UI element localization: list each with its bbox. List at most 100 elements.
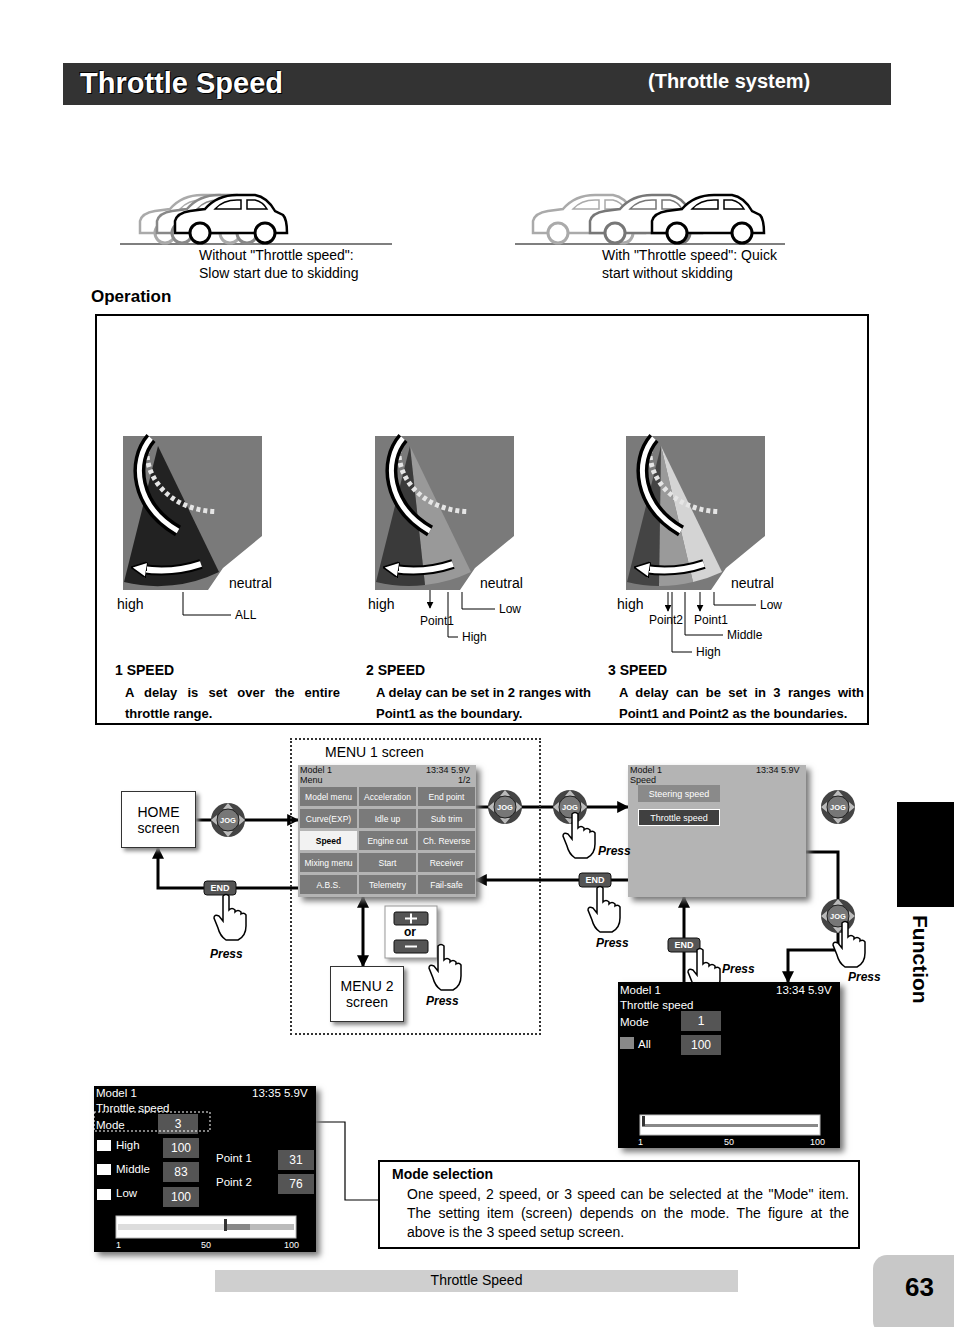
node-text: 1 bbox=[116, 1240, 121, 1250]
node-text: Throttle speed bbox=[650, 813, 708, 823]
node-text: 83 bbox=[174, 1165, 187, 1179]
node-text: Model 1 bbox=[620, 984, 661, 996]
flow-arrow bbox=[362, 897, 365, 966]
menu-button: Mixing menu bbox=[300, 853, 357, 872]
node-text: Model 1 bbox=[300, 765, 332, 775]
node-text: Receiver bbox=[430, 858, 464, 868]
home-screen-box: HOME screen bbox=[121, 791, 196, 848]
menu-button: Throttle speed bbox=[638, 809, 720, 826]
label: neutral bbox=[229, 575, 272, 591]
node-text: 1 bbox=[638, 1137, 643, 1147]
menu-button: End point bbox=[418, 787, 475, 806]
trigger-illustration bbox=[375, 430, 514, 590]
menu-button: Telemetry bbox=[359, 875, 416, 894]
node-text: 76 bbox=[289, 1177, 302, 1191]
menu-button: Acceleration bbox=[359, 787, 416, 806]
label: Press bbox=[598, 844, 631, 858]
node-text: 100 bbox=[810, 1137, 825, 1147]
lcd-screen: Model 113:34 5.9VMenu1/2Model menuAccele… bbox=[298, 765, 476, 897]
lcd-screen: Model 113:34 5.9VThrottle speedModeAll15… bbox=[618, 982, 840, 1148]
node-text: A delay can be set in 3 ranges with Poin… bbox=[619, 682, 864, 724]
label: JOG bbox=[830, 803, 846, 812]
node-text: Point 2 bbox=[216, 1176, 252, 1188]
node-text: 100 bbox=[171, 1141, 191, 1155]
node-text: 100 bbox=[171, 1190, 191, 1204]
label: Point2 bbox=[649, 613, 683, 627]
menu-button: Idle up bbox=[359, 809, 416, 828]
label: With "Throttle speed": Quick start witho… bbox=[602, 246, 792, 282]
trigger-illustration bbox=[626, 430, 765, 590]
value-box: 3 bbox=[158, 1114, 198, 1134]
label: Press bbox=[596, 936, 629, 950]
node-text: Speed bbox=[316, 836, 342, 846]
label: Point1 bbox=[420, 614, 454, 628]
value-box: 83 bbox=[163, 1162, 199, 1182]
menu-button: Fail-safe bbox=[418, 875, 475, 894]
value-box: 31 bbox=[278, 1150, 314, 1170]
label: JOG bbox=[497, 803, 513, 812]
node-text: 1 SPEED bbox=[115, 662, 174, 678]
value-box: 100 bbox=[681, 1035, 721, 1055]
label: high bbox=[368, 596, 394, 612]
label: ALL bbox=[235, 608, 256, 622]
node-text: 1 bbox=[698, 1014, 705, 1028]
label: JOG bbox=[562, 803, 578, 812]
label: Low bbox=[760, 598, 782, 612]
value-box: 100 bbox=[163, 1138, 199, 1158]
car-illustration bbox=[120, 195, 785, 244]
label: or bbox=[404, 925, 416, 939]
menu-button: Steering speed bbox=[638, 785, 720, 802]
node-text: Steering speed bbox=[649, 789, 710, 799]
node-text: 100 bbox=[284, 1240, 299, 1250]
label: Throttle Speed bbox=[215, 1272, 738, 1288]
node-text: One speed, 2 speed, or 3 speed can be se… bbox=[407, 1185, 849, 1242]
node-text: 13:34 5.9V bbox=[426, 765, 470, 775]
node-text: 50 bbox=[724, 1137, 734, 1147]
label: (Throttle system) bbox=[648, 70, 810, 93]
label: High bbox=[696, 645, 721, 659]
menu-button: Sub trim bbox=[418, 809, 475, 828]
label: high bbox=[117, 596, 143, 612]
label: Point1 bbox=[694, 613, 728, 627]
node-text: Middle bbox=[116, 1163, 150, 1175]
node-text: MENU 2 screen bbox=[333, 978, 401, 1010]
node-text: All bbox=[638, 1038, 651, 1050]
label: Press bbox=[722, 962, 755, 976]
node-text: Speed bbox=[630, 775, 656, 785]
node-text: Mode bbox=[96, 1119, 125, 1131]
node-text: A.B.S. bbox=[316, 880, 340, 890]
node-text: Curve(EXP) bbox=[306, 814, 351, 824]
node-text: Mixing menu bbox=[304, 858, 352, 868]
label: END bbox=[585, 875, 604, 885]
label: neutral bbox=[480, 575, 523, 591]
node-text: Ch. Reverse bbox=[423, 836, 470, 846]
node-text: 3 SPEED bbox=[608, 662, 667, 678]
node-text: Acceleration bbox=[364, 792, 411, 802]
node-text: Mode bbox=[620, 1016, 649, 1028]
node-text: End point bbox=[429, 792, 465, 802]
value-box: 1 bbox=[681, 1011, 721, 1031]
label: JOG bbox=[830, 912, 846, 921]
label: 63 bbox=[905, 1272, 934, 1303]
node-text: 3 bbox=[175, 1117, 182, 1131]
side-tab bbox=[897, 802, 954, 907]
menu-button: Engine cut bbox=[359, 831, 416, 850]
label: Without "Throttle speed": Slow start due… bbox=[199, 246, 375, 282]
node-text: 31 bbox=[289, 1153, 302, 1167]
node-text: A delay can be set in 2 ranges with Poin… bbox=[376, 682, 591, 724]
node-text: 13:35 5.9V bbox=[252, 1087, 308, 1099]
menu-group: MENU 1 screenModel 113:34 5.9VMenu1/2Mod… bbox=[290, 738, 541, 1035]
node-text: 100 bbox=[691, 1038, 711, 1052]
node-text: Operation bbox=[91, 287, 171, 307]
node-text: Start bbox=[379, 858, 397, 868]
menu-button: Model menu bbox=[300, 787, 357, 806]
node-text: High bbox=[116, 1139, 140, 1151]
label: high bbox=[617, 596, 643, 612]
menu-button: Curve(EXP) bbox=[300, 809, 357, 828]
node-text: Sub trim bbox=[431, 814, 463, 824]
note-box: Mode selectionOne speed, 2 speed, or 3 s… bbox=[378, 1160, 860, 1249]
menu-button: Receiver bbox=[418, 853, 475, 872]
node-text: Throttle speed bbox=[96, 1102, 170, 1114]
label: Press bbox=[848, 970, 881, 984]
